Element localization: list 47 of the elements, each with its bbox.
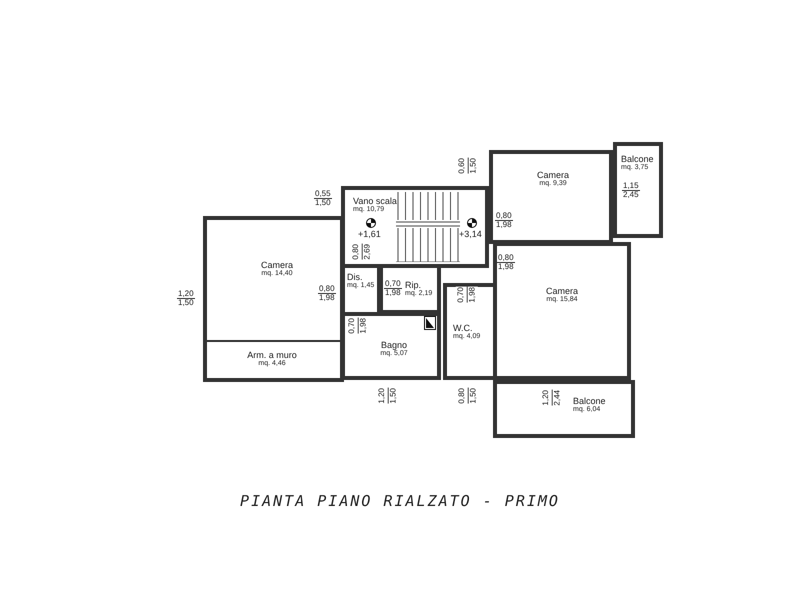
opening-height: 1,50 [314,199,332,208]
opening-height: 1,98 [318,294,336,303]
opening-width: 0,80 [495,212,513,222]
opening-height: 1,98 [467,287,478,303]
room-name: Balcone [621,154,654,164]
opening-height: 2,69 [362,244,373,260]
room-name: Camera [260,260,294,270]
room [493,242,631,380]
opening-width: 0,70 [347,318,358,334]
room [341,312,441,380]
opening-width: 1,20 [541,390,552,406]
opening-width: 1,20 [377,388,388,404]
room-name: Camera [536,170,570,180]
room-name: Bagno [380,340,408,350]
opening-height: 2,44 [552,390,563,406]
opening-width: 0,70 [384,280,402,290]
floor-level: +1,61 [358,229,381,239]
opening-width: 1,20 [177,290,195,300]
plan-caption: PIANTA PIANO RIALZATO - PRIMO [240,492,560,510]
room-name: Vano scala [353,196,397,206]
opening-height: 1,98 [495,221,513,230]
opening-width: 0,80 [497,254,515,264]
room-name: Dis. [347,272,364,282]
opening-width: 0,70 [456,287,468,303]
opening-width: 0,80 [351,244,362,260]
room [493,380,635,438]
opening-width: 0,55 [314,190,332,200]
opening-height: 1,98 [497,263,515,272]
floor-level: +3,14 [459,229,482,239]
opening-height: 1,50 [468,158,479,174]
opening-width: 0,60 [457,158,468,174]
opening-height: 1,50 [468,388,479,404]
room-name: W.C. [453,323,474,333]
opening-width: 0,80 [457,388,468,404]
opening-height: 1,98 [358,318,369,334]
room-name: Camera [544,286,579,296]
opening-width: 0,80 [318,285,336,294]
room-name: Rip. [405,280,422,290]
opening-height: 2,45 [622,191,640,200]
room [613,142,663,238]
opening-height: 1,50 [177,299,195,308]
opening-height: 1,98 [384,289,402,298]
room [203,216,344,382]
room-name: Balcone [573,396,606,406]
opening-width: 1,15 [622,182,640,192]
room-name: Arm. a muro [246,350,298,360]
opening-height: 1,50 [388,388,399,404]
